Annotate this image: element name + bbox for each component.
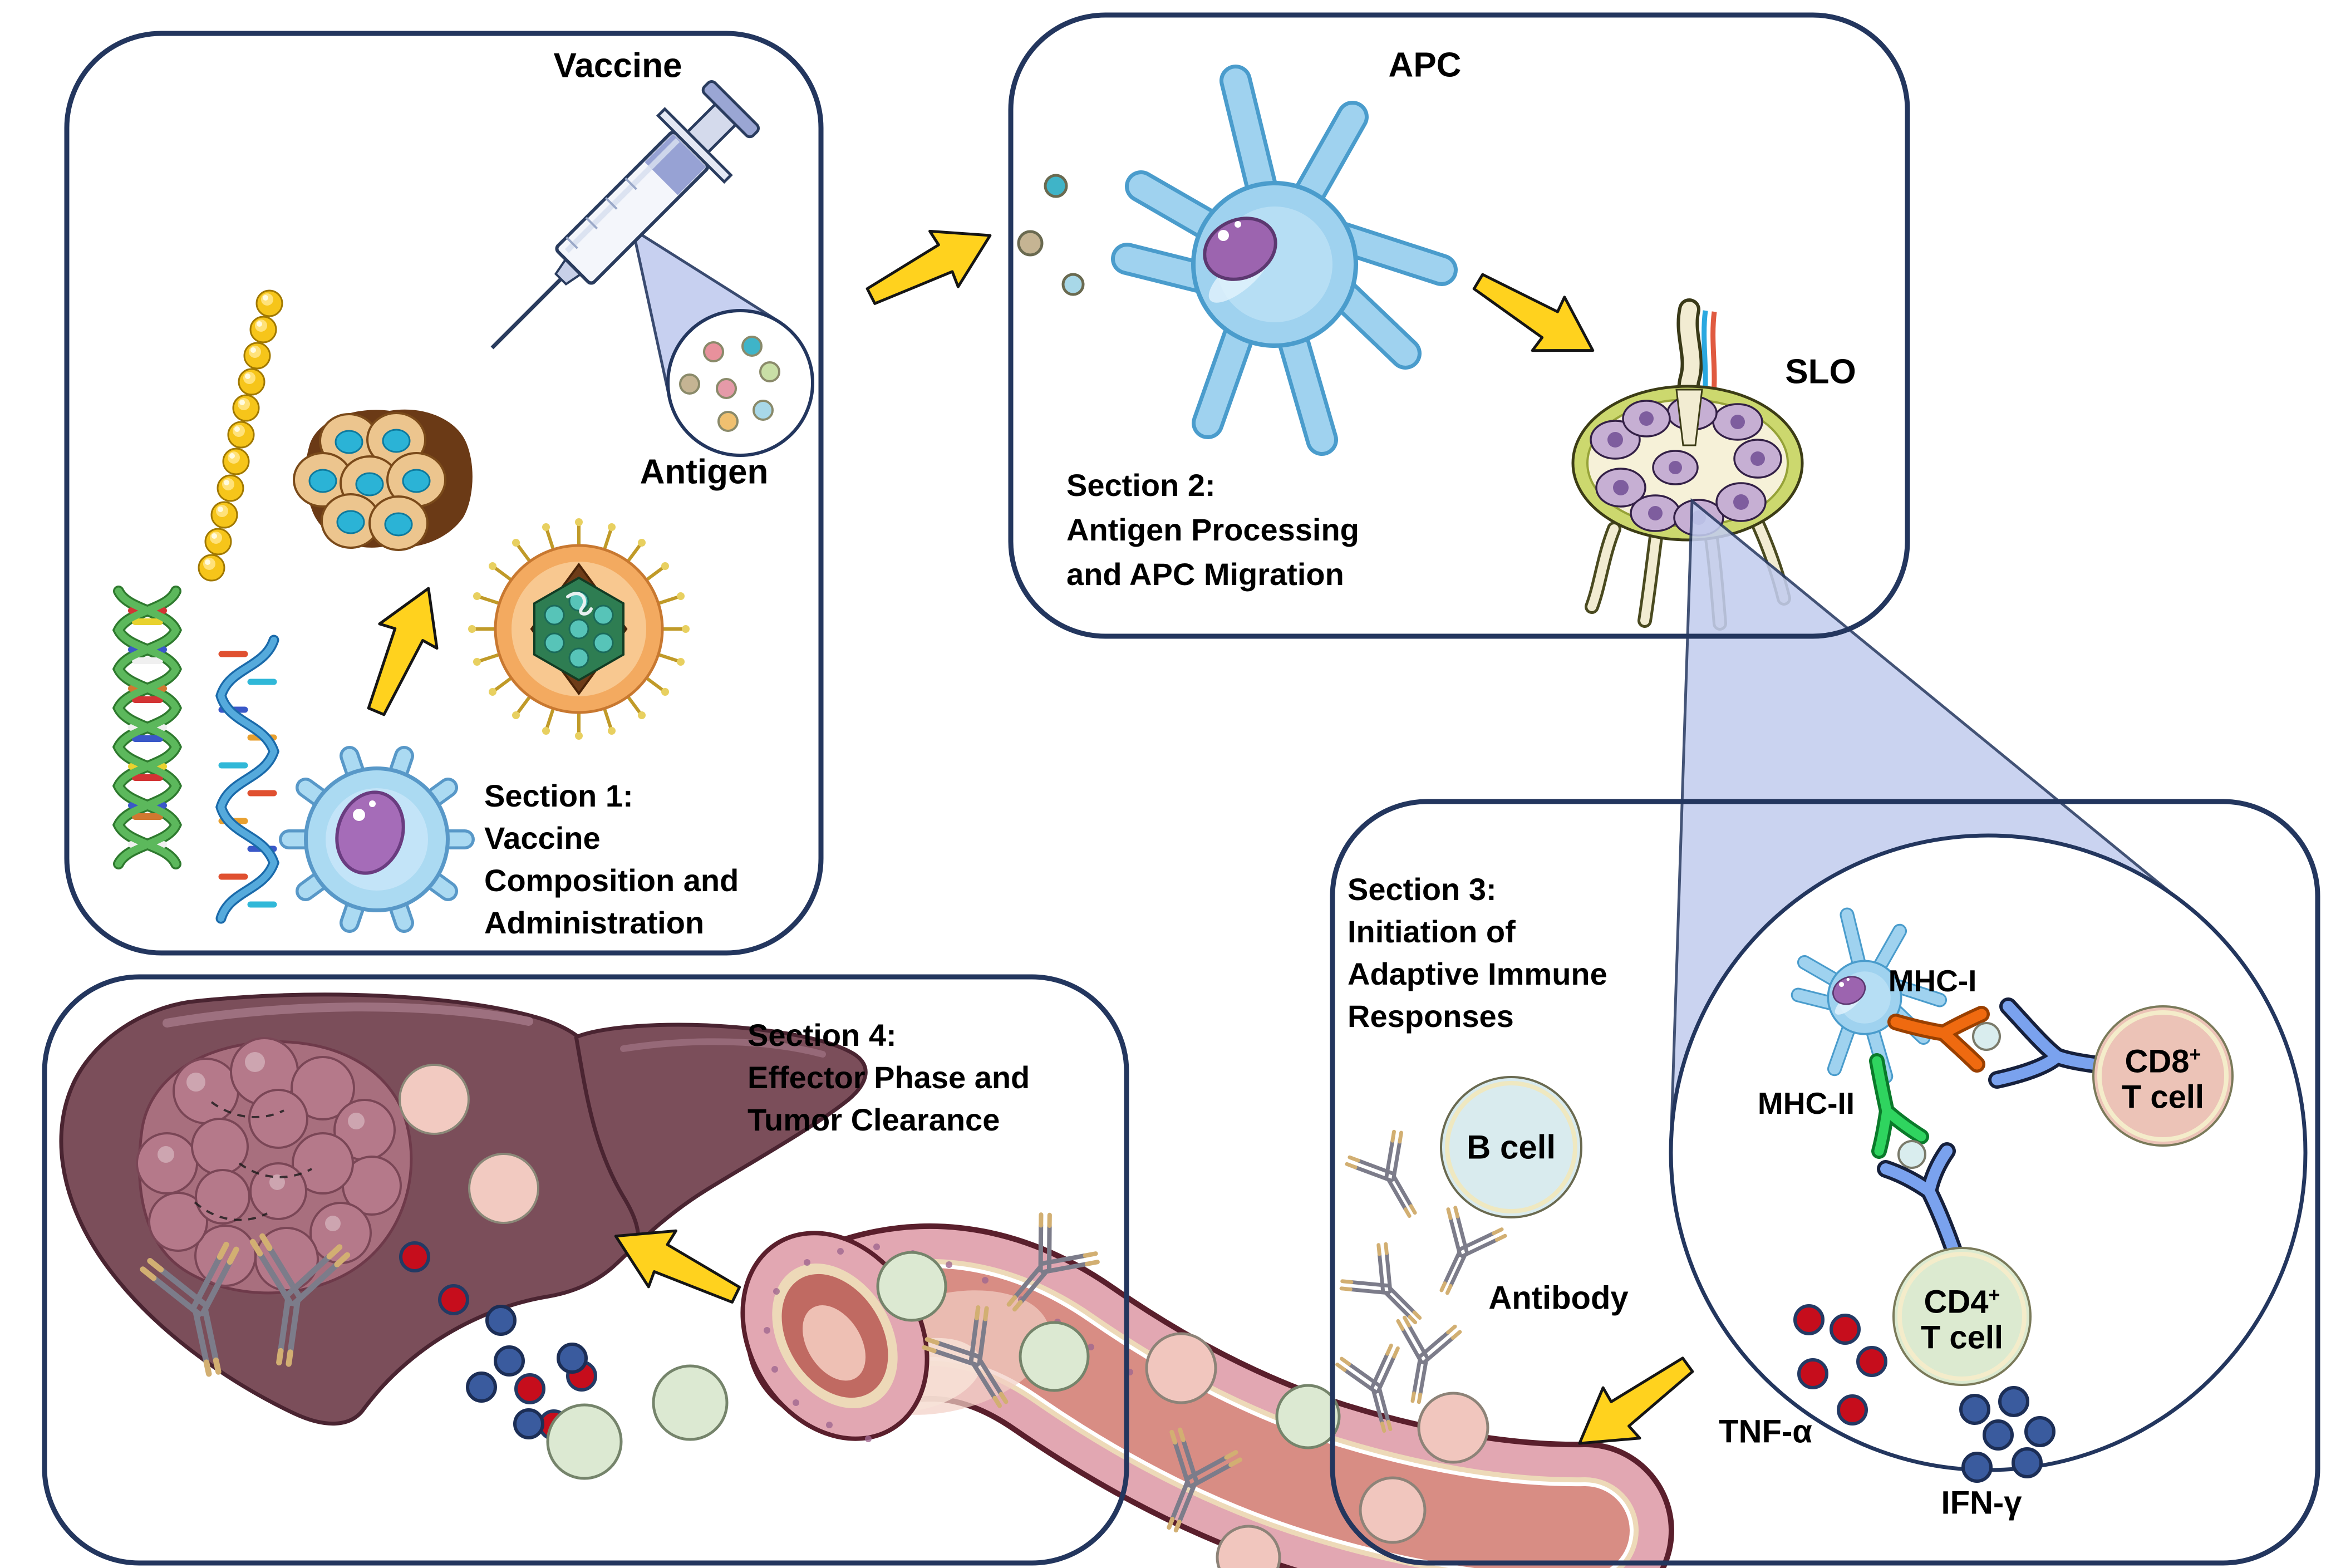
section1-title-line3: Composition and — [484, 863, 739, 898]
section3-title-line2: Initiation of — [1348, 914, 1516, 949]
cd4-line1: CD4+ — [1921, 1277, 2003, 1320]
arrow-section1-to-section2 — [857, 208, 1005, 324]
antigen-peptide-ball — [1972, 1022, 2001, 1051]
mhc1-receptor — [1887, 1006, 1990, 1073]
section-1-panel — [64, 31, 824, 956]
section3-title-line4: Responses — [1348, 999, 1514, 1034]
cd8-line2: T cell — [2121, 1079, 2205, 1115]
section2-title: Section 2: Antigen Processing and APC Mi… — [1066, 463, 1359, 597]
antigen-magnifier-circle — [666, 309, 814, 457]
slo-label: SLO — [1785, 352, 1856, 391]
antigen-peptide-ball — [1897, 1140, 1926, 1169]
section3-title-line1: Section 3: — [1348, 872, 1497, 907]
syringe-icon — [490, 80, 760, 350]
dna-helix-green — [112, 586, 183, 869]
antigen-dots — [679, 336, 780, 432]
section2-title-line1: Section 2: — [1066, 468, 1216, 503]
viral-vector-icon — [468, 518, 690, 740]
section1-title-line4: Administration — [484, 905, 705, 940]
cd4-sup: + — [1988, 1283, 2000, 1306]
cd4-line2: T cell — [1920, 1319, 2004, 1356]
vessel-cells — [876, 1251, 1489, 1568]
cd8-text: CD8 — [2125, 1043, 2190, 1080]
mhc2-receptor — [1869, 1053, 1929, 1159]
section2-title-line2: Antigen Processing — [1066, 512, 1359, 547]
rna-helix-blue — [215, 635, 280, 924]
section2-title-line3: and APC Migration — [1066, 557, 1344, 592]
blood-vessel — [740, 1198, 1674, 1568]
section1-title-line1: Section 1: — [484, 778, 633, 813]
cd8-t-cell-label: CD8+ T cell — [2122, 1036, 2204, 1115]
mhc1-label: MHC-I — [1888, 964, 1977, 998]
tnf-label: TNF-α — [1719, 1413, 1812, 1450]
immune-cell-icon — [279, 746, 475, 933]
effector-cells-green — [546, 1364, 729, 1480]
cd4-text: CD4 — [1924, 1284, 1989, 1320]
liver — [59, 992, 868, 1426]
section-4-panel — [42, 974, 1129, 1566]
b-cell-label: B cell — [1466, 1128, 1556, 1166]
tcr-cd8 — [1988, 997, 2103, 1089]
cd8-line1: CD8+ — [2122, 1036, 2204, 1079]
b-cell — [1440, 1076, 1582, 1218]
cd4-t-cell-label: CD4+ T cell — [1921, 1277, 2003, 1355]
section4-title: Section 4: Effector Phase and Tumor Clea… — [748, 1014, 1030, 1141]
cd8-sup: + — [2189, 1043, 2201, 1066]
tcr-cd4 — [1877, 1142, 1964, 1262]
cleared-lesion — [399, 1064, 539, 1224]
vaccine-label: Vaccine — [553, 46, 682, 85]
section1-title: Section 1: Vaccine Composition and Admin… — [484, 775, 739, 944]
needle — [490, 277, 563, 350]
tumor-cell-cluster — [293, 409, 473, 551]
section4-title-line2: Effector Phase and — [748, 1060, 1030, 1095]
antigen-particles — [1017, 174, 1085, 296]
section3-title: Section 3: Initiation of Adaptive Immune… — [1348, 868, 1607, 1038]
section3-title-line3: Adaptive Immune — [1348, 956, 1607, 991]
ifn-label: IFN-γ — [1941, 1485, 2022, 1521]
section-2-panel — [1008, 12, 1910, 639]
cd4-t-cell — [1892, 1247, 2032, 1386]
tumor-mass — [136, 1037, 413, 1295]
section4-title-line3: Tumor Clearance — [748, 1102, 1000, 1137]
section1-title-line2: Vaccine — [484, 820, 601, 856]
antibody-label: Antibody — [1488, 1280, 1629, 1316]
section-3-panel — [1330, 799, 2320, 1566]
cd8-t-cell — [2092, 1005, 2234, 1147]
panel-borders — [42, 12, 2320, 1566]
section4-title-line1: Section 4: — [748, 1018, 897, 1053]
antigen-label: Antigen — [640, 453, 769, 491]
mhc2-label: MHC-II — [1757, 1086, 1855, 1120]
apc-label: APC — [1388, 46, 1462, 85]
